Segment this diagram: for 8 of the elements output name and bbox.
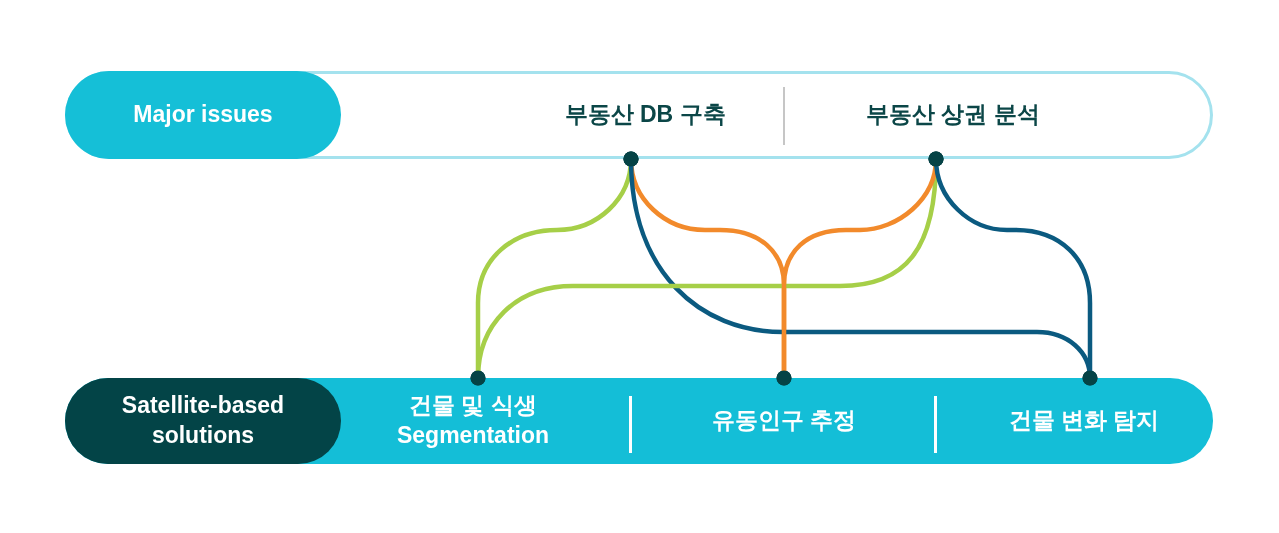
solution-label: 건물 및 식생 Segmentation: [350, 378, 596, 464]
issue-label: 부동산 DB 구축: [508, 71, 782, 159]
connector-line: [928, 151, 1098, 386]
category-pill: Satellite-based solutions: [65, 378, 341, 464]
issue-label: 부동산 상권 분석: [788, 71, 1118, 159]
solution-label: 건물 변화 탐지: [955, 378, 1213, 464]
category-pill: Major issues: [65, 71, 341, 159]
solution-label: 유동인구 추정: [650, 378, 918, 464]
